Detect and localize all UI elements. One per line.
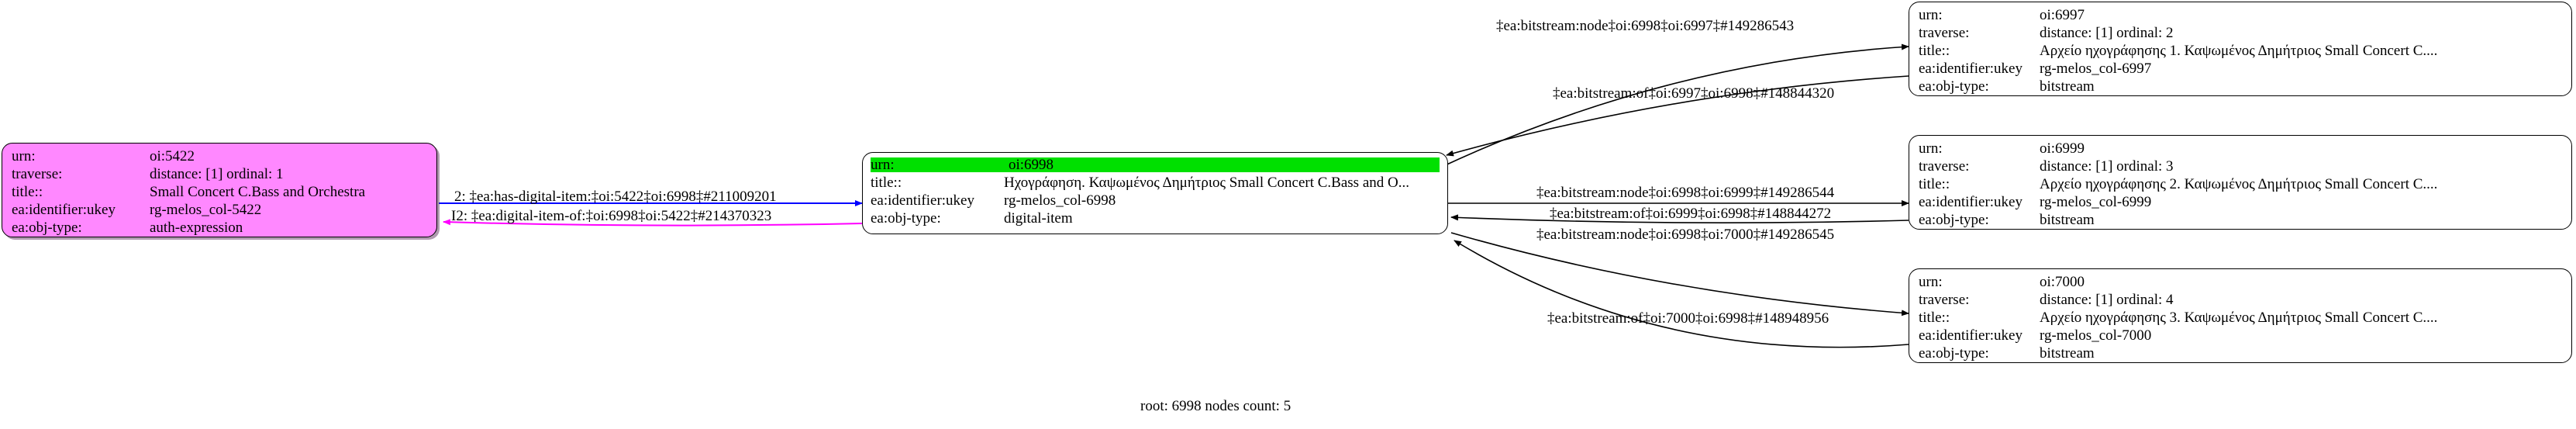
row-key: traverse: — [1919, 25, 1970, 41]
row-value: rg-melos_col-7000 — [2040, 328, 2152, 343]
row-value: distance: [1] ordinal: 2 — [2040, 26, 2174, 40]
row-key: ea:identifier:ukey — [12, 202, 116, 218]
node-row: title:: Αρχείο ηχογράφησης 1. Καψωμένος … — [1919, 43, 2562, 61]
node-row: ea:identifier:ukey rg-melos_col-6997 — [1919, 61, 2562, 79]
edge-label-has-digital-item: 2: ‡ea:has-digital-item:‡oi:5422‡oi:6998… — [454, 189, 777, 205]
node-row: ea:identifier:ukey rg-melos_col-6998 — [871, 193, 1440, 211]
row-key: ea:identifier:ukey — [871, 192, 974, 209]
row-value: rg-melos_col-6997 — [2040, 61, 2152, 76]
diagram-footer: root: 6998 nodes count: 5 — [1140, 398, 1291, 414]
row-value: rg-melos_col-5422 — [150, 202, 262, 217]
row-key: ea:obj-type: — [871, 210, 941, 227]
node-row: traverse: distance: [1] ordinal: 1 — [12, 167, 427, 185]
node-row: ea:identifier:ukey rg-melos_col-5422 — [12, 202, 427, 220]
node-row: ea:obj-type: bitstream — [1919, 345, 2562, 362]
node-row: ea:obj-type: bitstream — [1919, 212, 2562, 229]
node-bitstream-7000[interactable]: urn: oi:7000 traverse: distance: [1] ord… — [1909, 268, 2572, 363]
edge-label-bitstream-node-6999: ‡ea:bitstream:node‡oi:6998‡oi:6999‡#1492… — [1536, 185, 1835, 201]
edge-label-digital-item-of: I2: ‡ea:digital-item-of:‡oi:6998‡oi:5422… — [451, 208, 772, 224]
node-row: title:: Αρχείο ηχογράφησης 2. Καψωμένος … — [1919, 177, 2562, 195]
node-auth-expression-5422[interactable]: urn: oi:5422 traverse: distance: [1] ord… — [2, 143, 437, 237]
node-row: title:: Small Concert C.Bass and Orchest… — [12, 185, 427, 202]
row-value: oi:6998 — [1007, 157, 1440, 172]
row-key: ea:identifier:ukey — [1919, 61, 2023, 77]
row-value: oi:6999 — [2040, 141, 2085, 156]
row-value: bitstream — [2040, 346, 2095, 361]
node-row: title:: Ηχογράφηση. Καψωμένος Δημήτριος … — [871, 175, 1440, 193]
node-row: traverse: distance: [1] ordinal: 2 — [1919, 26, 2562, 43]
edge-label-bitstream-of-6997: ‡ea:bitstream:of‡oi:6997‡oi:6998‡#148844… — [1553, 85, 1835, 102]
edge-label-bitstream-of-7000: ‡ea:bitstream:of‡oi:7000‡oi:6998‡#148948… — [1547, 310, 1829, 327]
node-row: traverse: distance: [1] ordinal: 3 — [1919, 159, 2562, 177]
row-key: urn: — [1919, 140, 1943, 157]
row-key: urn: — [871, 157, 1007, 172]
row-key: traverse: — [1919, 158, 1970, 175]
row-value: bitstream — [2040, 213, 2095, 227]
node-row: urn: oi:5422 — [12, 149, 427, 167]
node-row: urn: oi:6997 — [1919, 8, 2562, 26]
row-value: rg-melos_col-6999 — [2040, 195, 2152, 209]
row-value: digital-item — [1004, 211, 1073, 226]
row-key: urn: — [12, 148, 36, 164]
node-row: ea:obj-type: bitstream — [1919, 78, 2562, 95]
row-value: distance: [1] ordinal: 1 — [150, 167, 284, 182]
row-value: Αρχείο ηχογράφησης 1. Καψωμένος Δημήτριο… — [2040, 43, 2438, 58]
node-row: ea:identifier:ukey rg-melos_col-7000 — [1919, 328, 2562, 346]
edge-label-bitstream-of-6999: ‡ea:bitstream:of‡oi:6999‡oi:6998‡#148844… — [1550, 206, 1832, 222]
node-row: ea:obj-type: auth-expression — [12, 220, 427, 237]
node-row: ea:identifier:ukey rg-melos_col-6999 — [1919, 195, 2562, 213]
row-key: ea:obj-type: — [1919, 212, 1989, 228]
row-key: traverse: — [12, 166, 63, 182]
node-row: urn: oi:6999 — [1919, 141, 2562, 159]
row-value: distance: [1] ordinal: 3 — [2040, 159, 2174, 174]
row-value: rg-melos_col-6998 — [1004, 193, 1116, 208]
row-key: title:: — [1919, 176, 1950, 192]
row-value: auth-expression — [150, 220, 243, 235]
node-row: ea:obj-type: digital-item — [871, 211, 1440, 229]
row-value: oi:7000 — [2040, 275, 2085, 289]
node-row-header: urn: oi:6998 — [871, 157, 1440, 175]
row-key: ea:obj-type: — [1919, 78, 1989, 95]
row-key: title:: — [1919, 43, 1950, 59]
row-key: ea:identifier:ukey — [1919, 327, 2023, 344]
row-value: distance: [1] ordinal: 4 — [2040, 292, 2174, 307]
edge-label-bitstream-node-7000: ‡ea:bitstream:node‡oi:6998‡oi:7000‡#1492… — [1536, 227, 1835, 243]
row-value: Small Concert C.Bass and Orchestra — [150, 185, 366, 199]
row-value: bitstream — [2040, 79, 2095, 94]
row-value: oi:6997 — [2040, 8, 2085, 22]
row-value: oi:5422 — [150, 149, 195, 164]
node-row: traverse: distance: [1] ordinal: 4 — [1919, 292, 2562, 310]
row-key: traverse: — [1919, 292, 1970, 308]
node-row: title:: Αρχείο ηχογράφησης 3. Καψωμένος … — [1919, 310, 2562, 328]
node-bitstream-6999[interactable]: urn: oi:6999 traverse: distance: [1] ord… — [1909, 135, 2572, 230]
edge-label-bitstream-node-6997: ‡ea:bitstream:node‡oi:6998‡oi:6997‡#1492… — [1496, 18, 1795, 34]
row-value: Ηχογράφηση. Καψωμένος Δημήτριος Small Co… — [1004, 175, 1409, 190]
row-key: title:: — [12, 184, 43, 200]
row-value: Αρχείο ηχογράφησης 2. Καψωμένος Δημήτριο… — [2040, 177, 2438, 192]
node-digital-item-6998[interactable]: urn: oi:6998 title:: Ηχογράφηση. Καψωμέν… — [862, 152, 1448, 234]
row-key: ea:obj-type: — [12, 220, 82, 236]
node-row: urn: oi:7000 — [1919, 275, 2562, 292]
row-key: title:: — [871, 175, 902, 191]
node-bitstream-6997[interactable]: urn: oi:6997 traverse: distance: [1] ord… — [1909, 2, 2572, 96]
row-key: title:: — [1919, 310, 1950, 326]
row-key: urn: — [1919, 7, 1943, 23]
row-key: ea:identifier:ukey — [1919, 194, 2023, 210]
row-value: Αρχείο ηχογράφησης 3. Καψωμένος Δημήτριο… — [2040, 310, 2438, 325]
row-key: urn: — [1919, 274, 1943, 290]
row-key: ea:obj-type: — [1919, 345, 1989, 362]
